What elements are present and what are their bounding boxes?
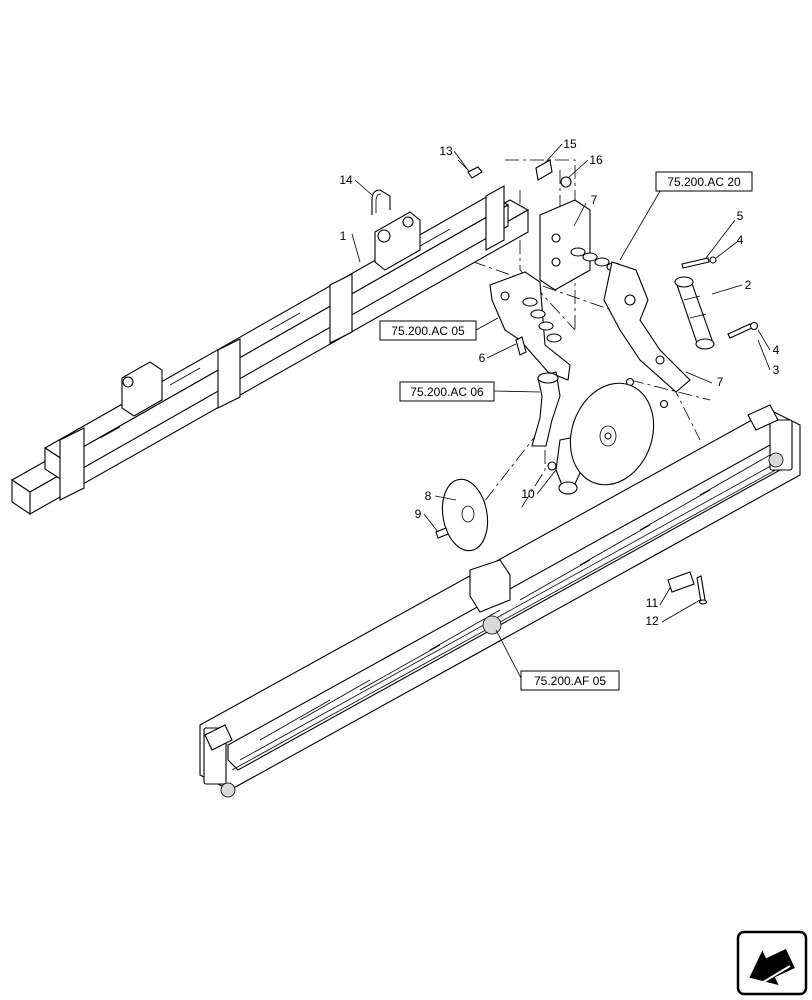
callout-7b: 7 bbox=[717, 375, 724, 389]
rear-mount-bracket-assembly bbox=[539, 199, 691, 393]
callout-12: 12 bbox=[645, 614, 659, 628]
callout-7: 7 bbox=[591, 193, 598, 207]
washer-part-10 bbox=[547, 461, 557, 471]
callout-4: 4 bbox=[773, 343, 780, 357]
adjuster-part-2 bbox=[674, 276, 715, 350]
nut-part-16 bbox=[560, 176, 572, 188]
pin-part-5 bbox=[681, 257, 710, 269]
callout-1: 1 bbox=[340, 229, 347, 243]
bolt-part-6 bbox=[515, 336, 527, 356]
spring-coil-front bbox=[522, 297, 562, 343]
callout-9: 9 bbox=[415, 507, 422, 521]
plate-part-11 bbox=[667, 571, 695, 593]
bolt-part-13 bbox=[457, 159, 483, 179]
reference-box-ac06[interactable]: 75.200.AC 06 bbox=[399, 381, 495, 402]
callout-3: 3 bbox=[773, 363, 780, 377]
callout-5: 5 bbox=[737, 209, 744, 223]
callout-13: 13 bbox=[439, 144, 453, 158]
coulter-disc-upper bbox=[569, 382, 655, 486]
rolling-basket-assembly bbox=[199, 404, 801, 798]
callout-4b: 4 bbox=[737, 233, 744, 247]
bolt-part-9 bbox=[435, 527, 449, 539]
bolt-part-7-lower bbox=[625, 377, 669, 409]
u-bolt-part-14 bbox=[371, 189, 391, 215]
bolt-part-12 bbox=[696, 575, 708, 605]
leader-lines bbox=[351, 143, 771, 681]
callout-10: 10 bbox=[521, 487, 535, 501]
svg-text:75.200.AC 20: 75.200.AC 20 bbox=[667, 175, 741, 189]
reference-box-ac20[interactable]: 75.200.AC 20 bbox=[655, 171, 753, 192]
reference-box-af05[interactable]: 75.200.AF 05 bbox=[520, 670, 620, 691]
disc-arm-assembly bbox=[531, 371, 561, 447]
next-page-arrow-icon[interactable] bbox=[736, 930, 808, 996]
clip-part-4-upper bbox=[709, 256, 717, 264]
callout-8: 8 bbox=[425, 489, 432, 503]
front-mount-bracket-assembly bbox=[489, 271, 571, 381]
svg-text:75.200.AF 05: 75.200.AF 05 bbox=[534, 674, 606, 688]
main-frame-tube bbox=[10, 185, 530, 516]
callout-2: 2 bbox=[745, 278, 752, 292]
callout-15: 15 bbox=[563, 137, 577, 151]
callout-labels: 1 2 3 4 4 5 6 7 7 8 9 10 11 12 13 14 15 … bbox=[339, 137, 779, 628]
callout-11: 11 bbox=[646, 596, 659, 610]
svg-text:75.200.AC 05: 75.200.AC 05 bbox=[391, 324, 465, 338]
basket-bars bbox=[259, 454, 771, 741]
coulter-disc-part-8 bbox=[441, 478, 489, 552]
reference-box-ac05[interactable]: 75.200.AC 05 bbox=[379, 320, 477, 341]
callout-6: 6 bbox=[479, 351, 486, 365]
callout-16: 16 bbox=[589, 153, 603, 167]
clip-part-4-lower bbox=[749, 321, 759, 331]
callout-14: 14 bbox=[339, 173, 353, 187]
svg-text:75.200.AC 06: 75.200.AC 06 bbox=[410, 385, 484, 399]
pin-part-3 bbox=[727, 323, 753, 339]
plate-part-15 bbox=[535, 159, 553, 181]
